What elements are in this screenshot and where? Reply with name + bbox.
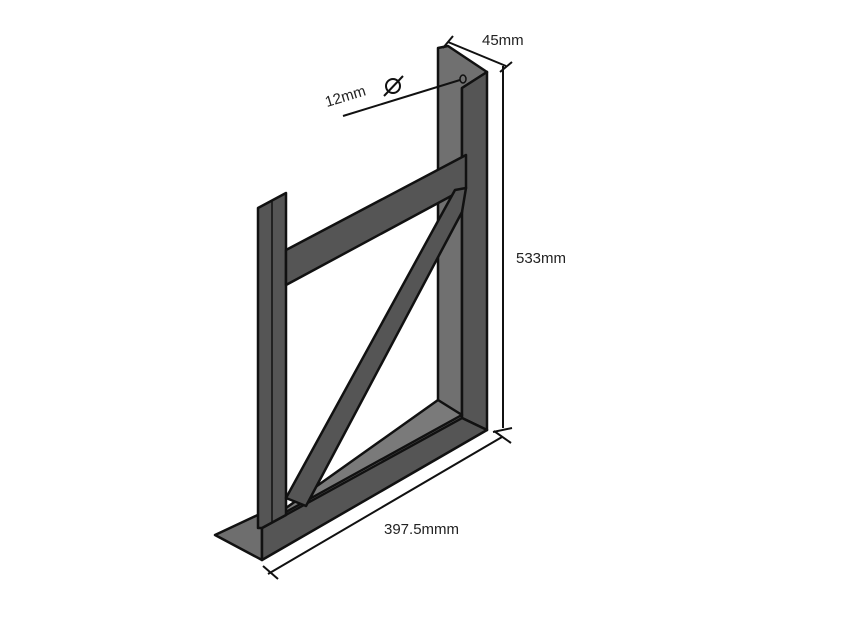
height-dimension-line: [492, 66, 513, 433]
hole-leader-line: [342, 79, 461, 117]
right-post-side: [460, 70, 489, 432]
height-label: 533mm: [516, 250, 567, 267]
diameter-symbol-icon: [383, 75, 404, 97]
base-front: [260, 416, 489, 562]
hole: [459, 74, 467, 84]
depth-label: 45mm: [482, 32, 524, 49]
length-label: 397.5mmm: [384, 521, 460, 538]
diagonal-brace: [284, 186, 468, 508]
base-flange: [213, 511, 264, 562]
length-dimension-line: [262, 430, 512, 580]
